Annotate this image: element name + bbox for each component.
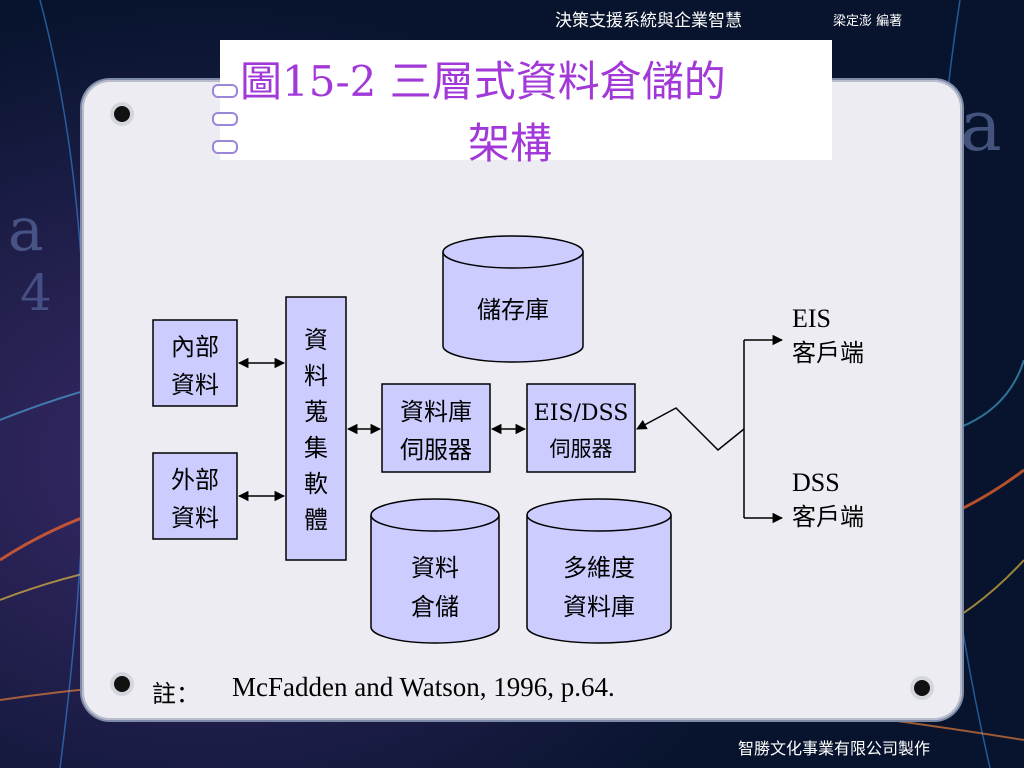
- data-warehouse-cylinder: [370, 498, 500, 644]
- internal-data-line-2: 資料: [171, 371, 219, 399]
- banner-ring: [212, 112, 238, 126]
- eis-dss-server-line-1: EIS/DSS: [534, 401, 629, 426]
- internal-data-line-1: 內部: [171, 333, 219, 361]
- card-hole-bottom-right: [914, 680, 930, 696]
- dss-client-text: 客戶端: [792, 503, 864, 531]
- book-author: 梁定澎 編著: [833, 14, 903, 29]
- multidim-db-line-1: 多維度: [563, 554, 635, 582]
- card-hole-top-left: [114, 106, 130, 122]
- publisher-credit: 智勝文化事業有限公司製作: [737, 739, 930, 758]
- banner-ring: [212, 84, 238, 98]
- collection-software-char: 集: [304, 434, 328, 462]
- data-warehouse-line-1: 資料: [411, 554, 459, 582]
- note-text: McFadden and Watson, 1996, p.64.: [232, 672, 615, 702]
- collection-software-char: 體: [304, 506, 328, 534]
- collection-software-box: [285, 296, 347, 561]
- eis-dss-server-box: [526, 383, 636, 473]
- card-hole-bottom-left: [114, 676, 130, 692]
- dss-client-name: DSS: [792, 468, 840, 497]
- db-server-line-1: 資料庫: [400, 398, 472, 426]
- storage-cylinder: [442, 235, 584, 363]
- svg-text:a: a: [8, 195, 44, 265]
- note-label: 註：: [152, 680, 200, 708]
- banner-ring: [212, 140, 238, 154]
- page-title-line-1: 圖15-2 三層式資料倉儲的: [240, 57, 726, 106]
- db-server-line-2: 伺服器: [400, 436, 472, 464]
- external-data-line-1: 外部: [171, 466, 219, 494]
- multidim-db-cylinder: [526, 498, 672, 644]
- collection-software-char: 料: [304, 362, 328, 390]
- eis-dss-server-line-2: 伺服器: [550, 437, 613, 461]
- external-data-box: [152, 452, 238, 540]
- collection-software-char: 資: [304, 326, 328, 354]
- collection-software-char: 蒐: [304, 398, 328, 426]
- svg-text:4: 4: [20, 264, 52, 322]
- external-data-line-2: 資料: [171, 504, 219, 532]
- svg-text:a: a: [960, 85, 1002, 167]
- internal-data-box: [152, 319, 238, 407]
- dss-client-label: DSS 客戶端: [792, 466, 864, 534]
- network-link: [636, 407, 745, 452]
- book-title: 決策支援系統與企業智慧: [555, 11, 742, 31]
- db-server-box: [381, 383, 491, 473]
- storage-label: 儲存庫: [477, 296, 549, 324]
- multidim-db-line-2: 資料庫: [563, 593, 635, 621]
- data-warehouse-line-2: 倉儲: [411, 593, 459, 621]
- eis-client-name: EIS: [792, 304, 831, 333]
- title-banner: [212, 40, 832, 160]
- page-title-line-2: 架構: [468, 119, 553, 168]
- collection-software-char: 軟: [304, 470, 328, 498]
- eis-client-text: 客戶端: [792, 339, 864, 367]
- eis-client-label: EIS 客戶端: [792, 302, 864, 370]
